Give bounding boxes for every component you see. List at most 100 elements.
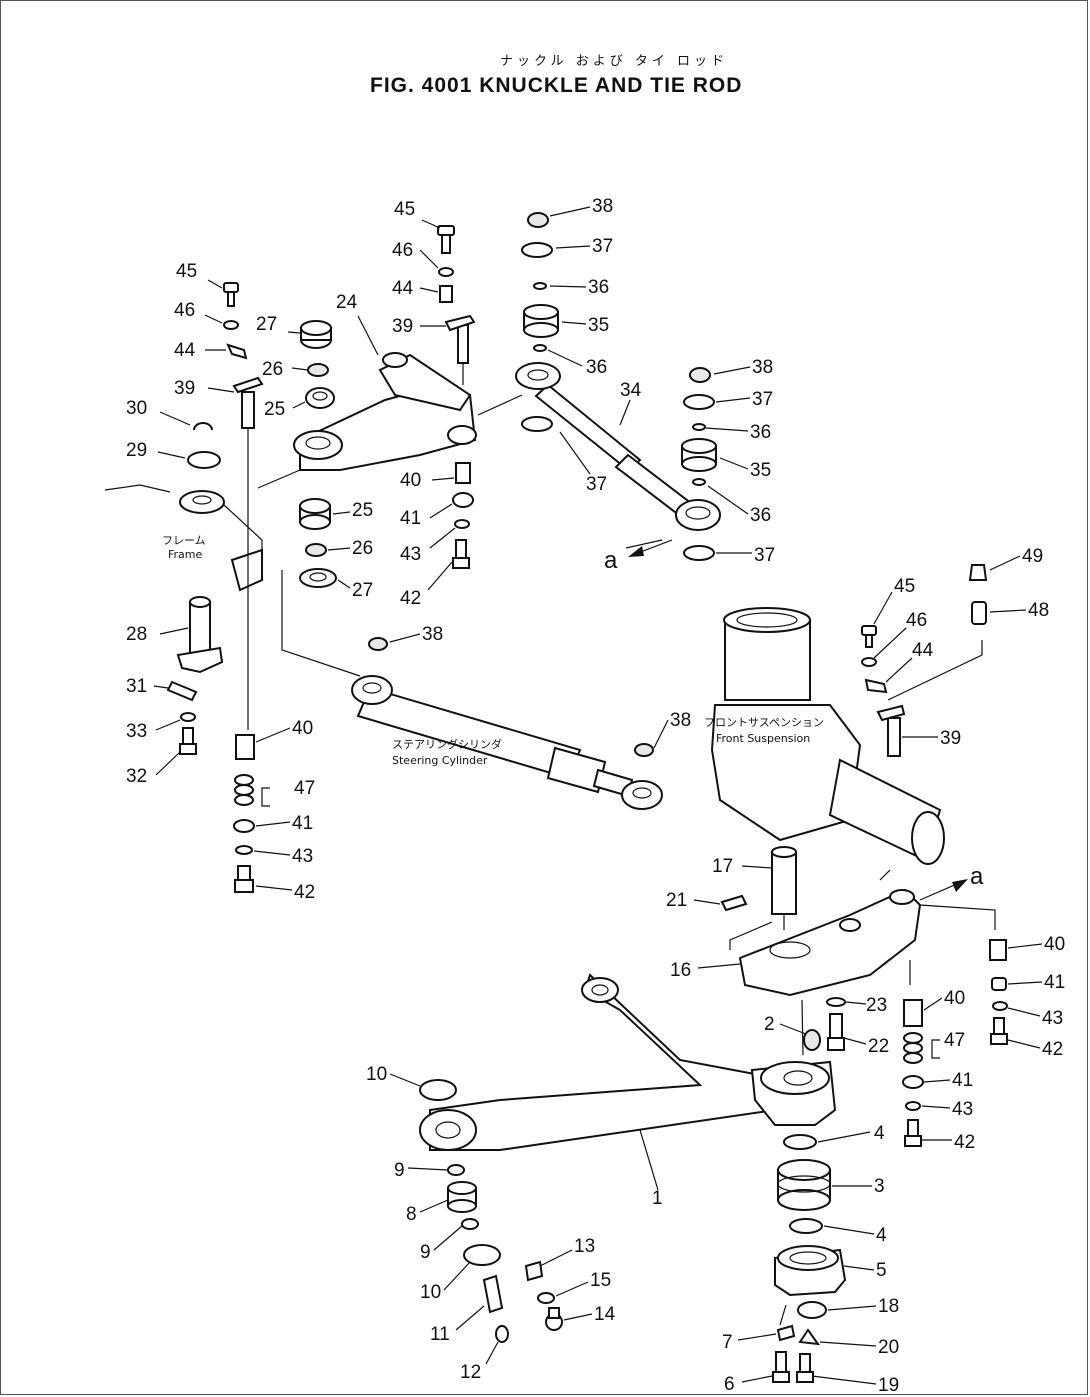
part-label: 46 xyxy=(392,240,413,261)
part-label: 9 xyxy=(420,1242,431,1263)
bellcrank-lever-24 xyxy=(293,352,477,471)
cap-12 xyxy=(495,1325,509,1343)
nut-38-a xyxy=(527,212,549,228)
shim-stack-47-right xyxy=(903,1032,923,1064)
part-label: 14 xyxy=(594,1304,616,1325)
snap-ring-37-a xyxy=(521,242,554,258)
part-label: 29 xyxy=(126,440,147,461)
washer-46-right xyxy=(861,657,877,667)
part-label: 39 xyxy=(392,316,413,337)
ball-joint-35-b xyxy=(681,438,717,472)
part-label: 19 xyxy=(878,1375,899,1396)
part-label: 36 xyxy=(750,422,771,443)
part-label: 38 xyxy=(752,357,773,378)
part-label: 11 xyxy=(430,1324,450,1345)
part-label: 38 xyxy=(422,624,443,645)
part-label: 4 xyxy=(874,1123,885,1144)
bolt-42-right-lower xyxy=(904,1119,922,1147)
grease-nipple-49 xyxy=(968,564,988,581)
part-label: 41 xyxy=(1044,972,1065,993)
part-label: 31 xyxy=(126,676,147,697)
lock-plate-44-left xyxy=(226,343,248,360)
shim-frame xyxy=(179,490,225,514)
part-label: 42 xyxy=(294,882,315,903)
ring-36-b xyxy=(533,344,547,352)
bolt-45-left xyxy=(223,282,239,307)
part-label: 37 xyxy=(592,236,613,257)
shim-7 xyxy=(776,1324,796,1342)
pin-39-right xyxy=(876,704,906,757)
bolt-42-upper xyxy=(452,539,470,569)
knuckle-arm-1 xyxy=(419,973,837,1151)
part-label: 16 xyxy=(670,960,691,981)
part-label: 42 xyxy=(954,1132,975,1153)
assembly-lines xyxy=(104,362,996,1326)
bolt-6 xyxy=(772,1351,790,1383)
part-label: 40 xyxy=(944,988,965,1009)
part-label: 37 xyxy=(752,389,773,410)
pin-17 xyxy=(771,846,797,915)
washer-43-upper xyxy=(454,519,470,529)
part-label: 42 xyxy=(400,588,421,609)
ring-36-c xyxy=(692,423,706,431)
bracket-frame xyxy=(230,548,263,592)
ref-arrow-a-left xyxy=(628,539,673,557)
pin-11 xyxy=(482,1274,504,1314)
washer-43-right-lower xyxy=(905,1101,921,1111)
part-label: 22 xyxy=(868,1036,889,1057)
part-label: 10 xyxy=(366,1064,387,1085)
part-label: 17 xyxy=(712,856,733,877)
part-label: 45 xyxy=(394,199,415,220)
bushing-27-lower xyxy=(299,568,337,588)
part-label: 43 xyxy=(952,1099,973,1120)
cylinder-label-jp: ステアリングシリンダ xyxy=(392,737,502,751)
lock-plate-44-right xyxy=(864,678,888,694)
part-label: 35 xyxy=(588,315,609,336)
bushing-25-upper xyxy=(305,387,335,409)
part-label: 26 xyxy=(262,359,283,380)
part-label: 25 xyxy=(264,399,285,420)
spacer-40-upper xyxy=(455,462,471,484)
part-label: 1 xyxy=(652,1188,663,1209)
title-japanese: ナックル および タイ ロッド xyxy=(500,54,729,69)
plate-13 xyxy=(524,1260,544,1282)
part-label: 46 xyxy=(174,300,195,321)
o-ring-4-lower xyxy=(789,1218,823,1234)
ring-9-lower xyxy=(461,1218,479,1230)
ring-36-d xyxy=(692,478,706,486)
washer-33 xyxy=(180,712,196,722)
part-label: 7 xyxy=(722,1332,733,1353)
spacer-40-right-lower xyxy=(903,999,923,1027)
bolt-45-right xyxy=(861,625,877,648)
spacer-40-right-upper xyxy=(989,939,1007,961)
snap-ring-37-c xyxy=(683,394,716,410)
washer-41-left xyxy=(233,819,255,833)
part-label: 21 xyxy=(666,890,687,911)
bushing-3 xyxy=(777,1159,831,1211)
part-label: 13 xyxy=(574,1236,595,1257)
snap-ring-30 xyxy=(193,422,213,431)
part-label: 18 xyxy=(878,1296,899,1317)
part-label: 47 xyxy=(294,778,315,799)
bolt-22 xyxy=(827,1013,845,1051)
part-label: 27 xyxy=(352,580,373,601)
ring-9-upper xyxy=(447,1164,465,1176)
part-label: 32 xyxy=(126,766,147,787)
part-label: 10 xyxy=(420,1282,441,1303)
frame-label-en: Frame xyxy=(168,548,203,561)
bushing-25-lower xyxy=(299,498,331,530)
frame-label-jp: フレーム xyxy=(162,534,206,547)
collar-44-mid xyxy=(439,285,453,303)
cylinder-label-en: Steering Cylinder xyxy=(392,754,488,767)
part-label: 37 xyxy=(754,545,775,566)
tie-rod-34 xyxy=(515,362,721,531)
washer-29 xyxy=(187,451,221,469)
part-label: 38 xyxy=(670,710,691,731)
seal-26-upper xyxy=(307,363,329,377)
snap-ring-10-lower xyxy=(463,1244,502,1266)
spacer-40-left xyxy=(235,734,255,760)
washer-43-left xyxy=(235,845,253,855)
part-label: 36 xyxy=(586,357,607,378)
